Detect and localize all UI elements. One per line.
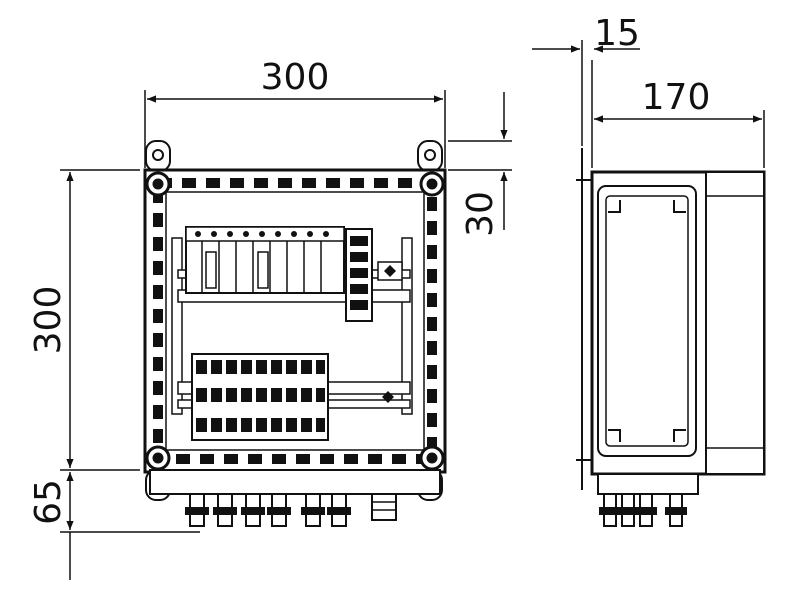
side-cable-connectors: [599, 493, 687, 527]
cable-gland: [371, 493, 397, 521]
front-view: [143, 140, 447, 527]
mounting-lug-top-left: [145, 140, 171, 172]
side-depth-label: 170: [642, 77, 711, 118]
dimension-lines: [60, 40, 765, 580]
wall-gap-label: 15: [594, 13, 640, 54]
cable-entry-height-label: 65: [28, 479, 69, 525]
surge-protection-device: [185, 226, 345, 294]
output-terminal-block: [345, 228, 403, 322]
side-view: [576, 148, 766, 527]
enclosure-gasket: [153, 178, 437, 464]
front-height-label: 300: [28, 286, 69, 355]
front-width-label: 300: [261, 57, 330, 98]
corner-screws: [145, 171, 445, 471]
mount-offset-label: 30: [460, 191, 501, 237]
mounting-lug-top-right: [417, 140, 443, 172]
cable-connectors: [185, 493, 351, 527]
input-terminal-blocks: [191, 353, 329, 441]
